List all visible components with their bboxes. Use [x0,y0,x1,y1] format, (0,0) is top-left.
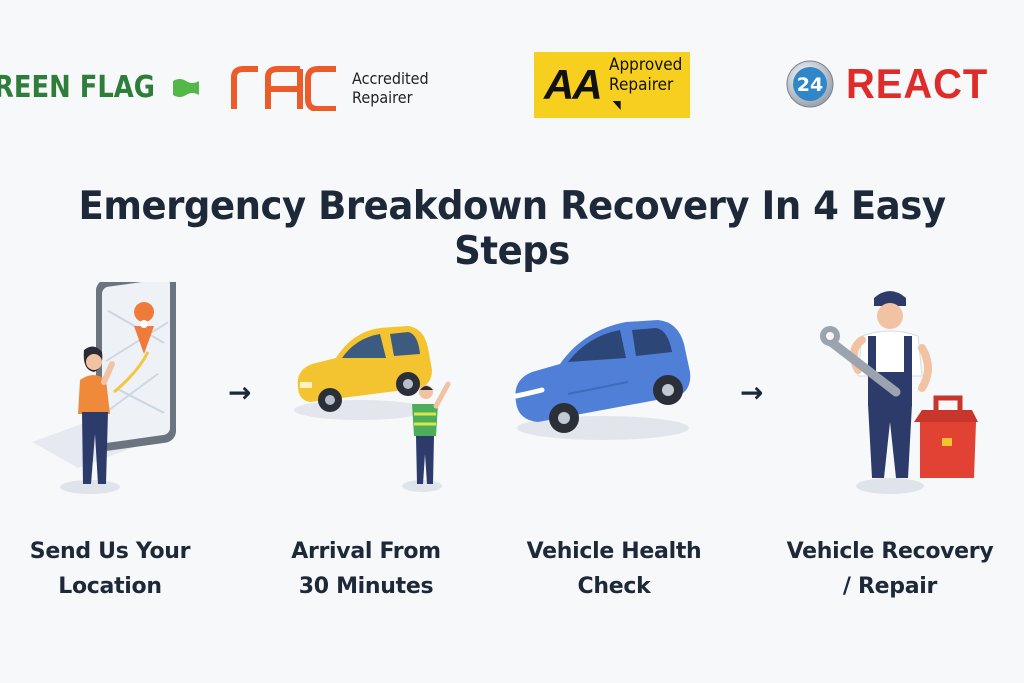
react-badge-text: 24 [797,74,823,96]
step-2-caption: Arrival From 30 Minutes [256,534,476,604]
step-1-line2: Location [58,574,162,599]
step-3-line2: Check [577,574,651,599]
page-title: Emergency Breakdown Recovery In 4 Easy S… [78,184,946,274]
green-flag-logo: REEN FLAG [0,70,201,105]
step-2-line2: 30 Minutes [298,574,434,599]
green-flag-wordmark: REEN FLAG [0,70,155,105]
rac-logo: Accredited Repairer [230,65,437,111]
triangle-icon [612,100,621,110]
step-1-caption: Send Us Your Location [0,534,220,604]
aa-line2: Repairer [608,75,674,95]
aa-line1: Approved [608,55,683,75]
rac-line1: Accredited [352,69,429,88]
step-4-line2: / Repair [842,574,938,599]
react-24-badge: 24 [786,60,834,108]
step-3-caption: Vehicle Health Check [504,534,724,604]
aa-wordmark: AA [544,61,603,108]
aa-logo: AA Approved Repairer [534,52,690,118]
react-wordmark: REACT [846,60,989,107]
car-icon [513,320,691,440]
phone-location-icon [32,282,176,494]
step-3-line1: Vehicle Health [526,539,702,564]
rac-wordmark [231,66,336,111]
step-2-line1: Arrival From [291,539,441,564]
arrow-right-icon: → [228,376,252,409]
step-4-caption: Vehicle Recovery / Repair [780,534,1000,604]
flag-icon [173,78,200,97]
taxi-arrival-icon [294,326,451,492]
mechanic-icon [820,291,978,494]
arrow-right-icon: → [740,376,764,409]
step-1-line1: Send Us Your [29,539,191,564]
partner-logos: REEN FLAG Accredited Repairer AA Approve… [0,40,1024,130]
step-4-line1: Vehicle Recovery [786,539,994,564]
rac-line2: Repairer [352,88,413,107]
react-logo: 24 REACT [786,60,996,108]
